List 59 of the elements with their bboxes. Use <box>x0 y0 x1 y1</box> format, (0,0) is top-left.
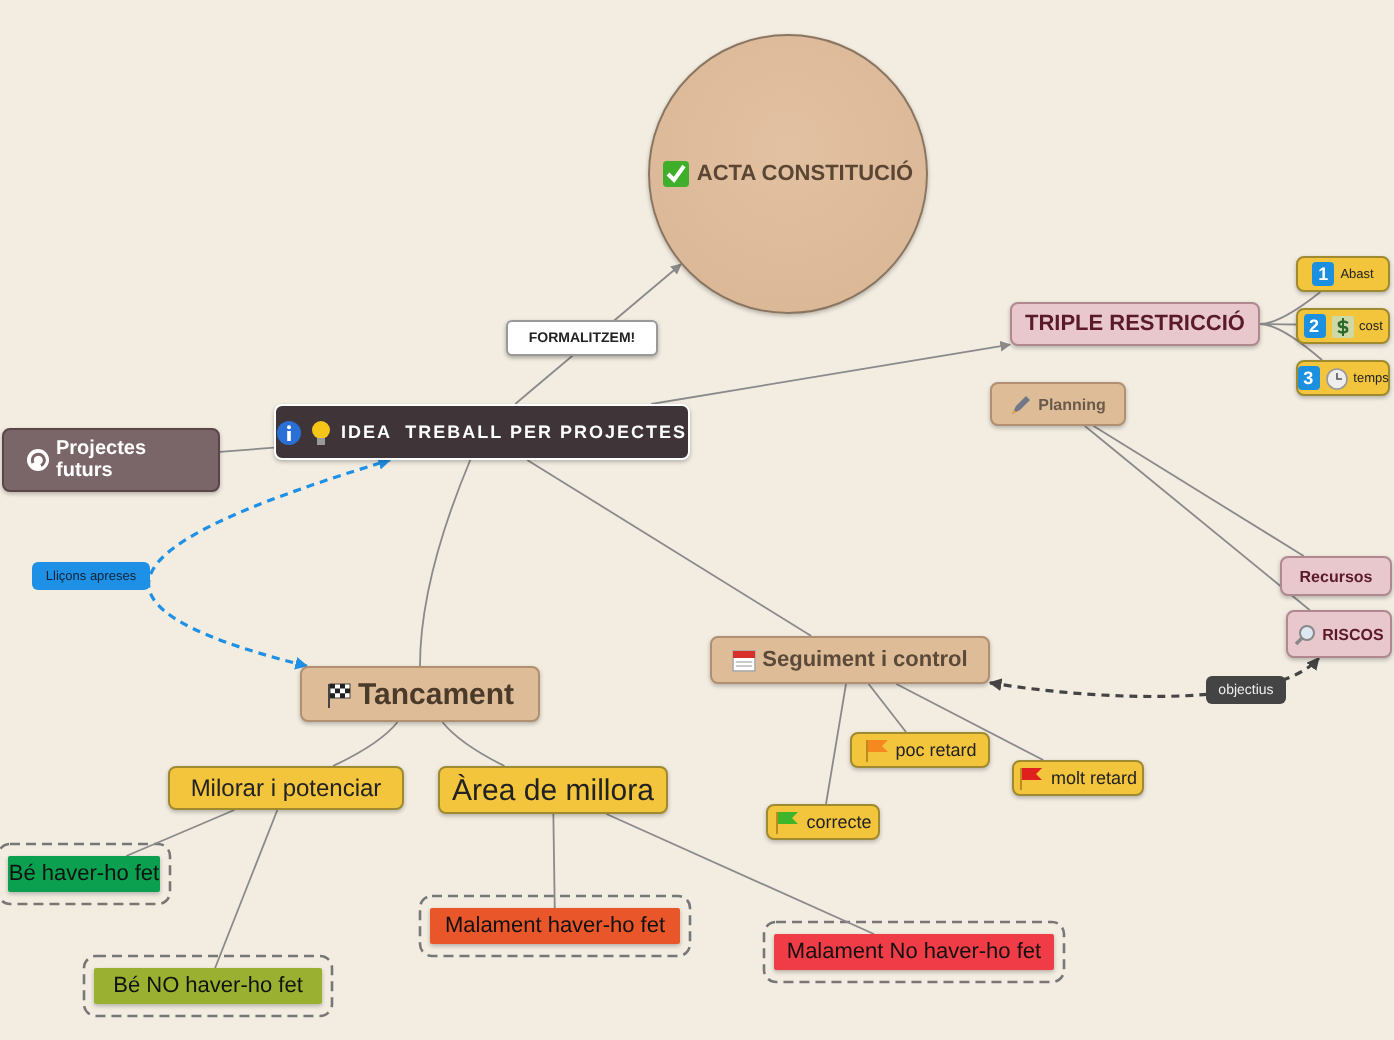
topic-box <box>1012 760 1144 796</box>
topic-text: ACTA CONSTITUCIÓ <box>696 162 914 186</box>
number-badge: 2 <box>1303 314 1326 338</box>
topic-box <box>168 766 404 810</box>
connector-line <box>219 446 275 453</box>
connector-line <box>552 813 556 909</box>
topic-box <box>1296 308 1390 344</box>
topic-box <box>774 934 1054 970</box>
connector-line <box>605 813 875 935</box>
topic-box <box>1280 556 1392 596</box>
topic-text: Recursos <box>1299 567 1373 585</box>
topic-text: IDEA TREBALL PER PROJECTES <box>340 422 688 442</box>
topic-box <box>430 908 680 944</box>
connector-line <box>125 809 236 857</box>
topic-text: RISCOS <box>1322 625 1384 643</box>
connector-line <box>1259 323 1323 361</box>
topic-text: Malament haver-ho fet <box>444 914 666 938</box>
connector-line <box>441 721 506 767</box>
topic-box <box>274 404 690 460</box>
connector-line <box>419 459 472 667</box>
connector-line <box>214 809 279 969</box>
topic-box <box>766 804 880 840</box>
topic-text: Bé NO haver-ho fet <box>113 974 303 998</box>
connector-line <box>526 459 813 637</box>
connector-line <box>1092 425 1305 557</box>
topic-text: Àrea de millora <box>452 773 654 807</box>
topic-box <box>1296 360 1390 396</box>
connector-line <box>1084 425 1311 611</box>
topic-box <box>850 732 990 768</box>
topic-text: TRIPLE RESTRICCIÓ <box>1024 312 1245 336</box>
topic-text: poc retard <box>895 740 977 760</box>
topic-box <box>300 666 540 722</box>
connector-line <box>825 683 847 805</box>
topic-text: Milorar i potenciar <box>190 774 382 802</box>
topic-box <box>1010 302 1260 346</box>
topic-box <box>1286 610 1392 658</box>
connector-line <box>1259 323 1297 326</box>
topic-box <box>990 382 1126 426</box>
connector-line <box>867 683 907 733</box>
topic-text: Projectes futurs <box>56 438 149 482</box>
topic-text: Malament No haver-ho fet <box>786 940 1042 964</box>
connector-line <box>332 721 399 767</box>
topic-text: correcte <box>806 812 872 832</box>
arrow <box>147 457 392 670</box>
connector-line <box>895 683 1045 761</box>
topic-box <box>438 766 668 814</box>
topic-text: Bé haver-ho fet <box>8 862 160 886</box>
topic-box <box>94 968 322 1004</box>
number-badge: 1 <box>1312 262 1335 286</box>
topic-text: Planning <box>1038 395 1106 413</box>
arrow <box>650 340 1012 405</box>
topic-box <box>710 636 990 684</box>
number-badge: 3 <box>1297 366 1320 390</box>
topic-text: Tancament <box>357 677 515 711</box>
topic-box <box>1296 256 1390 292</box>
topic-box <box>2 428 220 492</box>
topic-text: molt retard <box>1050 768 1137 788</box>
topic-text: Seguiment i control <box>762 648 968 672</box>
topic-box <box>8 856 160 892</box>
